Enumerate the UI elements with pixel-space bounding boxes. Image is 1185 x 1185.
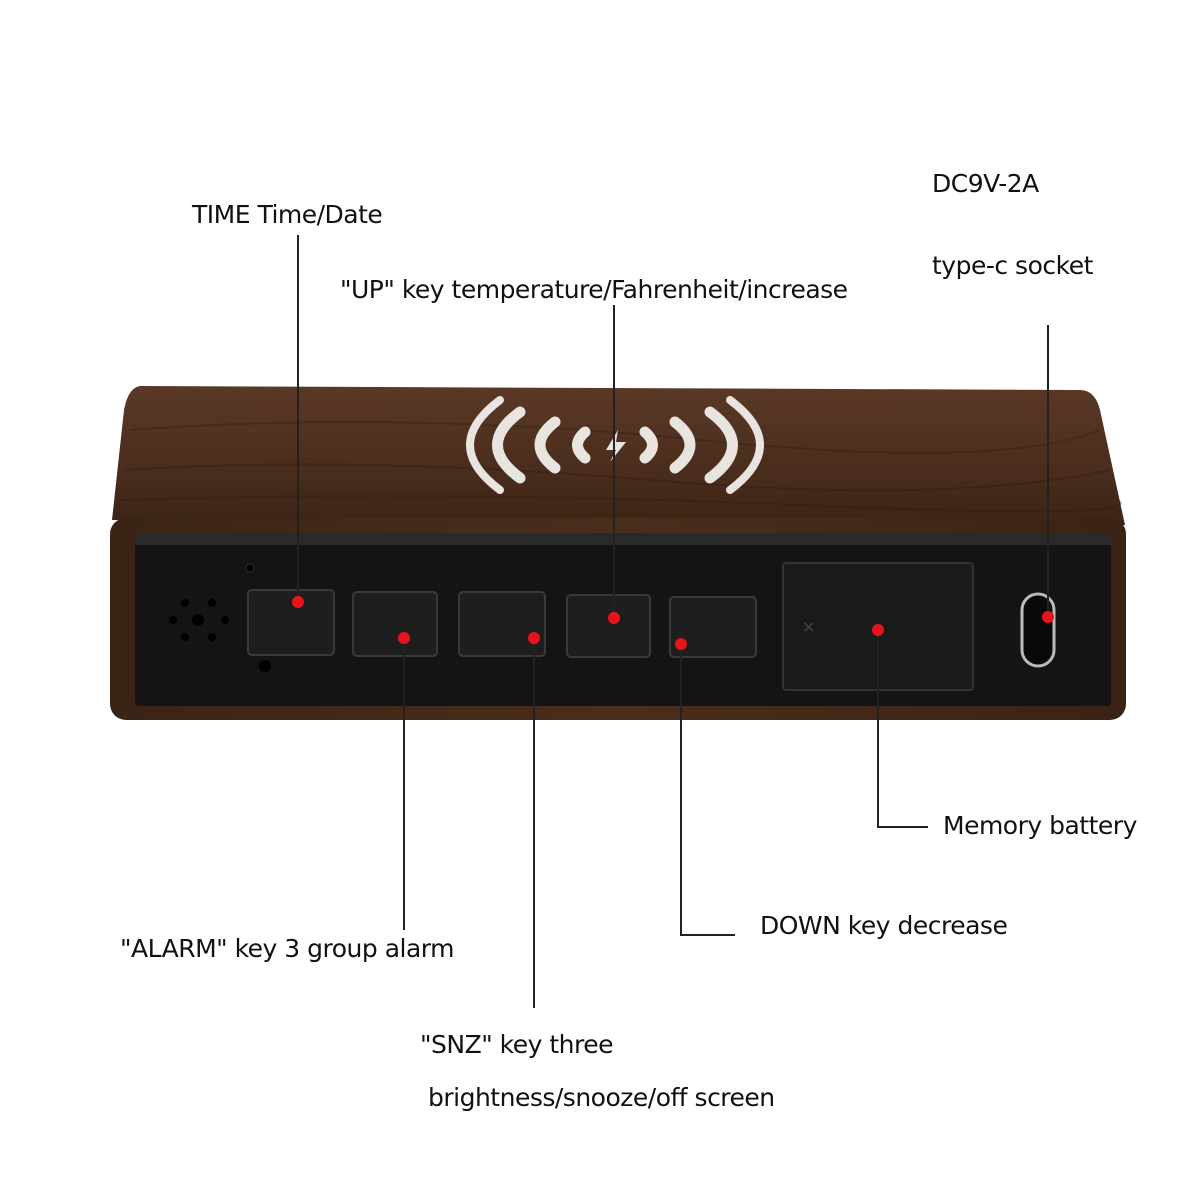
- speaker-grille-icon: [169, 599, 229, 641]
- snz-label-line2: brightness/snooze/off screen: [428, 1083, 775, 1112]
- leader-lines: [297, 235, 1049, 1008]
- up-button[interactable]: [566, 594, 651, 658]
- battery-marker: [872, 624, 884, 636]
- bolt-icon: [606, 430, 626, 462]
- alarm-marker: [398, 632, 410, 644]
- markers: [292, 596, 1054, 650]
- snz-marker: [528, 632, 540, 644]
- time-button[interactable]: [247, 589, 335, 656]
- down-marker: [675, 638, 687, 650]
- wireless-charging-icon: [466, 396, 764, 494]
- battery-label: Memory battery: [943, 811, 1137, 840]
- snz-button[interactable]: [458, 591, 546, 657]
- alarm-label: "ALARM" key 3 group alarm: [120, 934, 454, 963]
- device-top-surface: [112, 386, 1125, 525]
- power-rating-label: DC9V-2A: [932, 169, 1039, 198]
- sensor-icon: [245, 563, 255, 573]
- panel-edge: [135, 533, 1111, 545]
- alarm-button[interactable]: [352, 591, 438, 657]
- type-c-socket[interactable]: [1020, 592, 1056, 668]
- down-label: DOWN key decrease: [760, 911, 1008, 940]
- mic-hole-icon: [259, 660, 271, 672]
- snz-label-line1: "SNZ" key three: [420, 1030, 614, 1059]
- time-marker: [292, 596, 304, 608]
- down-button[interactable]: [669, 596, 757, 658]
- socket-label: type-c socket: [932, 251, 1093, 280]
- up-marker: [608, 612, 620, 624]
- time-label: TIME Time/Date: [192, 200, 383, 229]
- socket-marker: [1042, 611, 1054, 623]
- screw-icon: ✕: [802, 618, 815, 637]
- up-label: "UP" key temperature/Fahrenheit/increase: [340, 275, 848, 304]
